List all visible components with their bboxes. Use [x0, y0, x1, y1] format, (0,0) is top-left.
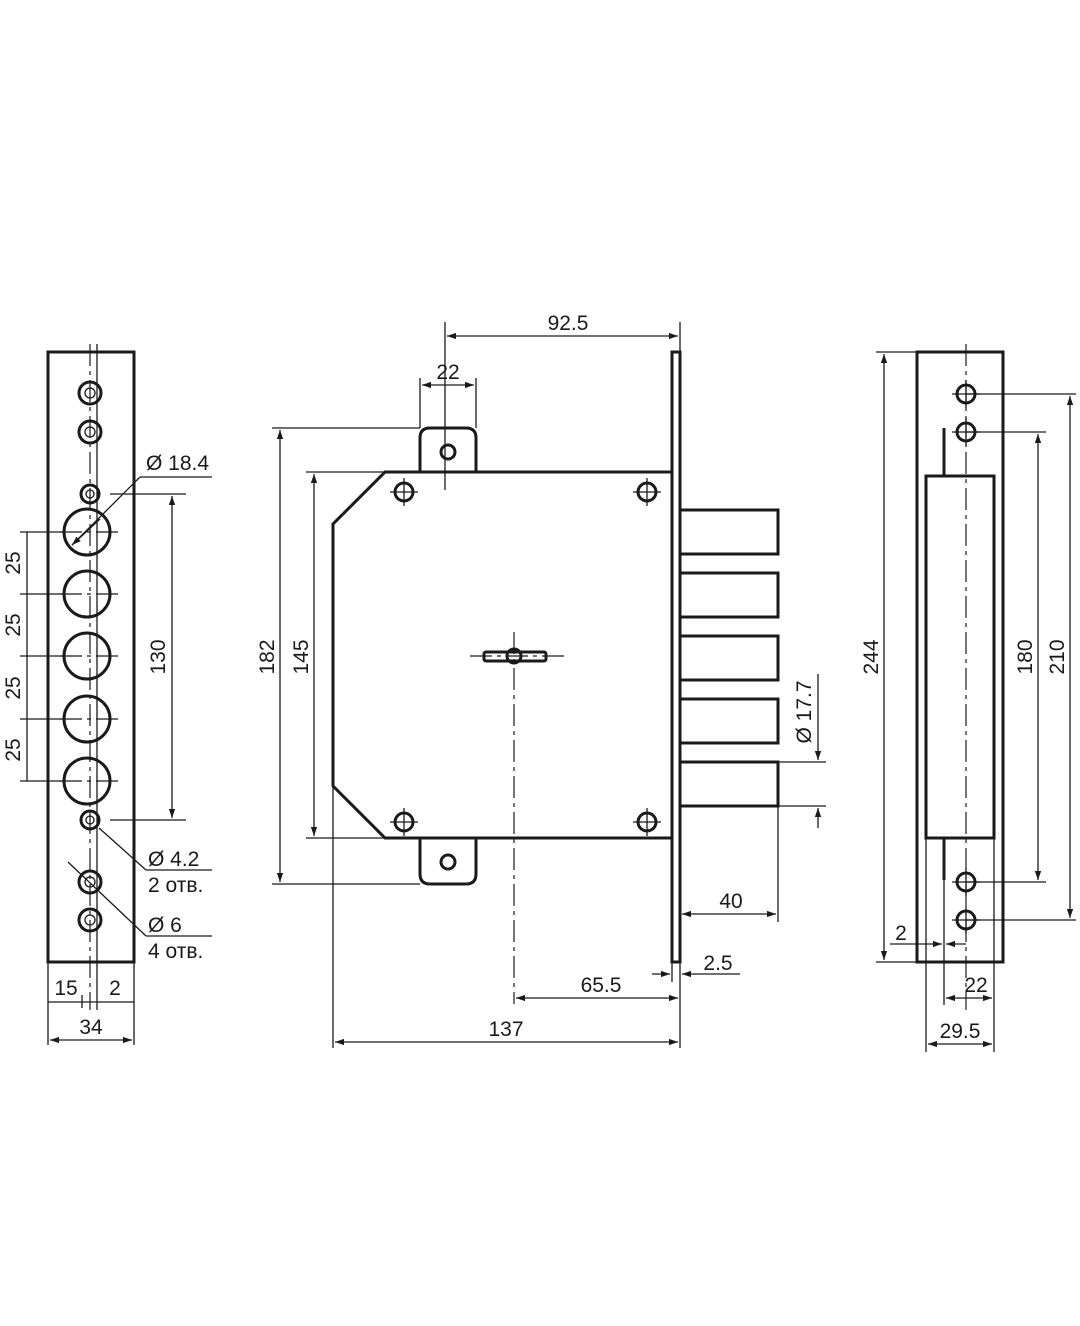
- dim-mount-hole-diameter: Ø 6: [148, 914, 182, 937]
- dim-width-34: 34: [79, 1016, 103, 1039]
- lock-case-outline: [331, 470, 674, 840]
- strike-plate-housing: [924, 474, 996, 840]
- strike-plate-view: 244 180 210 2 22 29.5: [860, 344, 1076, 1052]
- screw-hole-icon: [390, 478, 418, 506]
- dim-plate-2-5: 2.5: [703, 952, 732, 975]
- mount-hole-icon: [77, 380, 103, 406]
- dim-strike-22: 22: [964, 974, 987, 997]
- dim-hole-diameter: Ø 18.4: [146, 452, 209, 475]
- screw-hole-icon: [79, 809, 101, 831]
- mount-hole-icon: [77, 419, 103, 445]
- dim-pitch-2: 25: [2, 613, 25, 636]
- strike-plate-outline: [915, 350, 1005, 964]
- dim-backset-65-5: 65.5: [581, 974, 622, 997]
- screw-hole-icon: [633, 808, 661, 836]
- front-plate-view: Ø 18.4 25 25 25 25 130 Ø 4.2 2 отв. Ø 6 …: [2, 344, 212, 1045]
- bolt-hole-icon: [60, 631, 122, 681]
- lock-bolt: [678, 697, 780, 745]
- bolt-hole-icon: [60, 694, 122, 744]
- screw-hole-icon: [390, 808, 418, 836]
- lock-bolt: [678, 571, 780, 619]
- dim-small-hole-diameter: Ø 4.2: [148, 848, 199, 871]
- dim-offset-15: 15: [54, 977, 77, 1000]
- dim-pitch-1: 25: [2, 551, 25, 574]
- front-plate-outline: [46, 350, 136, 964]
- dim-small-hole-count: 2 отв.: [148, 874, 203, 897]
- mount-hole-icon: [77, 907, 103, 933]
- dim-height-244: 244: [860, 639, 883, 674]
- lock-bolt: [678, 760, 780, 808]
- lock-bolt: [678, 508, 780, 556]
- dim-mount-hole-count: 4 отв.: [148, 940, 203, 963]
- bolt-hole-icon: [60, 569, 122, 619]
- dim-height-130: 130: [147, 639, 170, 674]
- mount-hole-icon: [77, 869, 103, 895]
- dim-strike-offset-2: 2: [895, 922, 907, 945]
- keyhole-icon: [470, 632, 566, 1004]
- dim-height-182: 182: [256, 639, 279, 674]
- dim-height-180: 180: [1014, 639, 1037, 674]
- lock-top-tab: [418, 426, 478, 472]
- dim-height-210: 210: [1046, 639, 1069, 674]
- dim-depth-137: 137: [488, 1018, 523, 1041]
- dim-strike-width-29-5: 29.5: [940, 1020, 981, 1043]
- dim-pitch-4: 25: [2, 738, 25, 761]
- screw-hole-icon: [79, 483, 101, 505]
- dim-height-145: 145: [290, 639, 313, 674]
- screw-hole-icon: [633, 478, 661, 506]
- dim-bolt-diameter: Ø 17.7: [793, 680, 816, 743]
- dim-pitch-3: 25: [2, 676, 25, 699]
- lock-bottom-tab: [418, 838, 478, 886]
- dim-top-92-5: 92.5: [548, 312, 589, 335]
- lock-bolt: [678, 634, 780, 682]
- tab-hole-icon: [439, 853, 457, 871]
- dim-tab-22: 22: [436, 361, 459, 384]
- bolt-hole-icon: [60, 507, 122, 557]
- dim-bolt-40: 40: [719, 890, 742, 913]
- bolt-hole-icon: [60, 756, 122, 806]
- tab-hole-icon: [439, 443, 457, 461]
- lock-body-view: 92.5 22 182 145 Ø 17.7 40 2.5: [256, 312, 826, 1048]
- dim-offset-2: 2: [109, 977, 121, 1000]
